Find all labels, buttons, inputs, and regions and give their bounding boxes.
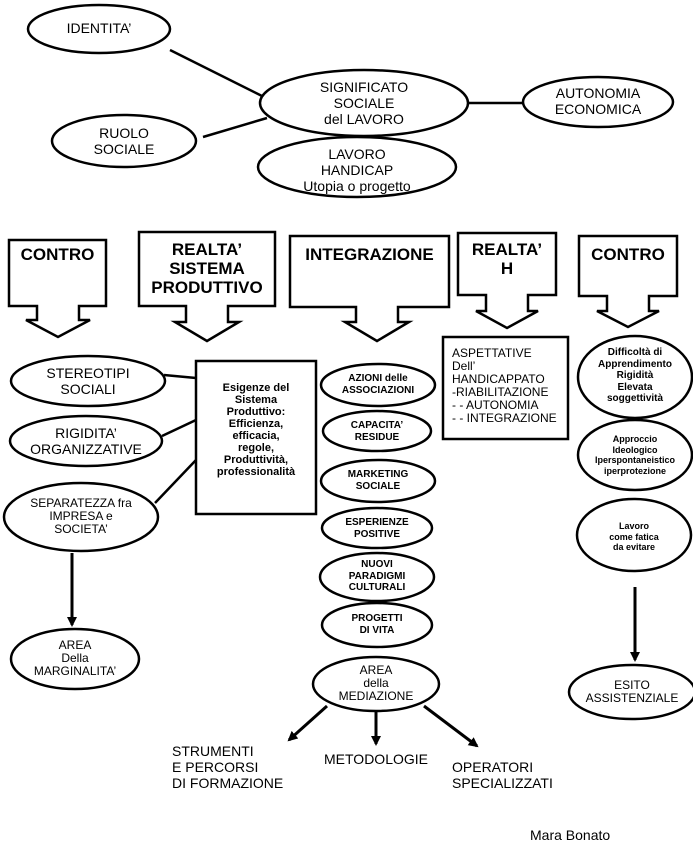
node-nuovi-paradigmi bbox=[318, 551, 436, 603]
header-contro-right: CONTRO bbox=[591, 245, 665, 264]
label-esperienze-positive: ESPERIENZE POSITIVE bbox=[345, 517, 409, 540]
node-area-marginalita bbox=[9, 627, 141, 691]
header-realta-h: REALTA’ H bbox=[471, 240, 543, 278]
node-stereotipi-sociali bbox=[9, 354, 167, 408]
label-area-marginalita: AREA Della MARGINALITA’ bbox=[33, 638, 117, 678]
header-realta-h-shape bbox=[456, 231, 558, 330]
label-stereotipi-sociali: STEREOTIPI SOCIALI bbox=[46, 365, 130, 397]
label-identita: IDENTITA’ bbox=[66, 20, 132, 36]
label-azioni-associazioni: AZIONI delle ASSOCIAZIONI bbox=[341, 373, 415, 396]
node-separatezza bbox=[2, 481, 160, 553]
connector-stereotipi-sistema bbox=[163, 373, 197, 380]
label-esigenze-sistema: Esigenze del Sistema Produttivo: Efficie… bbox=[216, 382, 296, 478]
header-realta-sistema-produttivo: REALTA’ SISTEMA PRODUTTIVO bbox=[151, 240, 263, 297]
node-ruolo-sociale bbox=[50, 113, 198, 169]
label-progetti-di-vita: PROGETTI DI VITA bbox=[351, 613, 403, 636]
connector-rigidita-sistema bbox=[161, 418, 197, 438]
label-area-mediazione: AREA della MEDIAZIONE bbox=[338, 663, 414, 703]
label-autonomia-economica: AUTONOMIA ECONOMICA bbox=[554, 85, 642, 117]
label-capacita-residue: CAPACITA’ RESIDUE bbox=[350, 420, 404, 443]
label-ruolo-sociale: RUOLO SOCIALE bbox=[93, 125, 155, 157]
arrow-mediazione-operatori bbox=[423, 704, 479, 748]
label-approccio: Approccio Ideologico Iperspontaneistico … bbox=[594, 434, 675, 476]
node-identita bbox=[26, 3, 172, 55]
label-nuovi-paradigmi: NUOVI PARADIGMI CULTURALI bbox=[348, 559, 406, 593]
node-esito-assistenziale bbox=[567, 663, 693, 721]
label-operatori-specializzati: OPERATORI SPECIALIZZATI bbox=[452, 759, 553, 791]
label-difficolta: Difficoltà di Apprendimento Rigidità Ele… bbox=[598, 347, 672, 404]
connector-identita-significato bbox=[169, 48, 263, 98]
label-metodologie: METODOLOGIE bbox=[324, 751, 428, 767]
arrow-mediazione-strumenti bbox=[287, 704, 329, 742]
node-area-mediazione bbox=[311, 655, 441, 713]
label-significato-sociale: SIGNIFICATO SOCIALE del LAVORO bbox=[319, 79, 409, 127]
node-azioni-associazioni bbox=[319, 362, 437, 408]
connector-separatezza-sistema bbox=[154, 459, 197, 504]
label-lavoro-fatica: Lavoro come fatica da evitare bbox=[609, 521, 659, 552]
node-esperienze-positive bbox=[320, 506, 434, 550]
box-esigenze-sistema bbox=[194, 359, 318, 516]
connector-ruolo-significato bbox=[202, 116, 268, 139]
label-marketing-sociale: MARKETING SOCIALE bbox=[347, 469, 409, 492]
label-strumenti-formazione: STRUMENTI E PERCORSI DI FORMAZIONE bbox=[172, 743, 284, 791]
node-capacita-residue bbox=[321, 409, 433, 453]
header-contro-right-shape bbox=[577, 234, 679, 329]
label-rigidita-organizzative: RIGIDITA’ ORGANIZZATIVE bbox=[30, 425, 142, 457]
header-contro-left-shape bbox=[7, 238, 108, 339]
node-autonomia-economica bbox=[521, 75, 675, 129]
header-integrazione: INTEGRAZIONE bbox=[305, 245, 434, 264]
label-esito-assistenziale: ESITO ASSISTENZIALE bbox=[585, 678, 679, 705]
node-progetti-di-vita bbox=[320, 601, 434, 649]
node-lavoro-fatica bbox=[575, 497, 693, 573]
node-difficolta bbox=[576, 334, 693, 420]
node-approccio bbox=[576, 418, 693, 492]
node-rigidita-organizzative bbox=[8, 414, 164, 468]
header-realta-sistema-shape bbox=[137, 230, 277, 343]
label-aspettative: ASPETTATIVE Dell’ HANDICAPPATO -RIABILIT… bbox=[452, 346, 557, 425]
box-aspettative bbox=[441, 335, 570, 441]
label-lavoro-handicap: LAVORO HANDICAP Utopia o progetto bbox=[303, 146, 411, 194]
node-lavoro-handicap bbox=[256, 135, 458, 199]
author-signature: Mara Bonato bbox=[530, 827, 611, 843]
header-integrazione-shape bbox=[288, 234, 451, 343]
header-contro-left: CONTRO bbox=[20, 245, 95, 264]
node-marketing-sociale bbox=[319, 458, 437, 504]
label-separatezza: SEPARATEZZA fra IMPRESA e SOCIETA’ bbox=[30, 496, 132, 536]
